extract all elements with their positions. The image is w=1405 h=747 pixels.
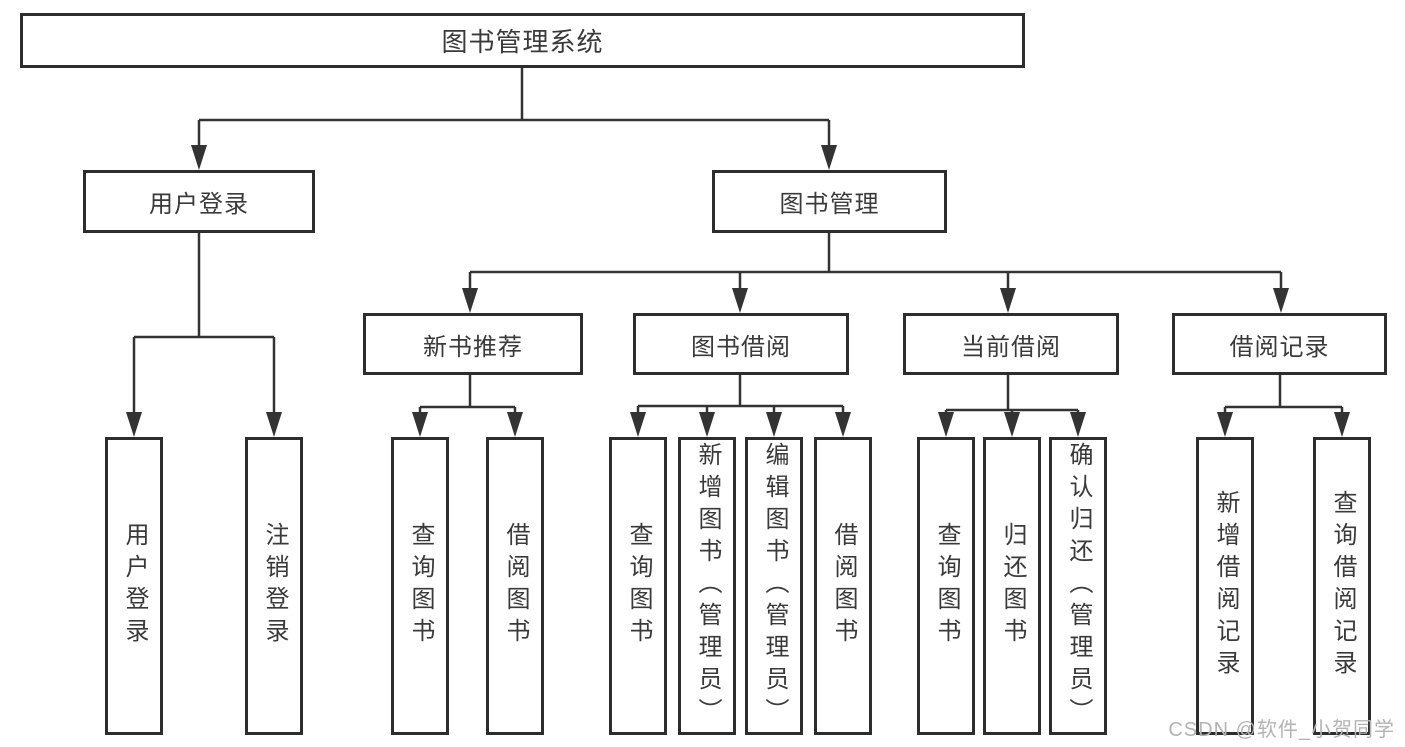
leaf-return-books: 归还图书 <box>983 437 1041 735</box>
node-label: 查询借阅记录 <box>1329 490 1356 682</box>
node-label: 编辑图书（管理员） <box>761 442 788 730</box>
leaf-edit-books-admin: 编辑图书（管理员） <box>745 437 803 735</box>
node-label: 图书借阅 <box>691 333 791 361</box>
node-label: 确认归还（管理员） <box>1065 442 1092 730</box>
node-user-login-group: 用户登录 <box>83 170 315 233</box>
leaf-query-books-newbook: 查询图书 <box>391 437 449 735</box>
node-library-management-system: 图书管理系统 <box>20 13 1025 68</box>
node-label: 借阅图书 <box>830 522 857 650</box>
leaf-add-borrow-record: 新增借阅记录 <box>1196 437 1254 735</box>
node-label: 新增借阅记录 <box>1212 490 1239 682</box>
node-label: 图书管理 <box>779 191 880 218</box>
leaf-add-books-admin: 新增图书（管理员） <box>678 437 736 735</box>
leaf-borrow-books-newbook: 借阅图书 <box>486 437 544 735</box>
node-book-management: 图书管理 <box>712 170 947 233</box>
node-label: 归还图书 <box>999 522 1026 650</box>
leaf-borrow-books: 借阅图书 <box>814 437 872 735</box>
node-label: 当前借阅 <box>961 333 1061 361</box>
leaf-query-books-borrow: 查询图书 <box>609 437 667 735</box>
node-label: 借阅图书 <box>502 522 529 650</box>
leaf-query-borrow-record: 查询借阅记录 <box>1313 437 1371 735</box>
node-label: 查询图书 <box>625 522 652 650</box>
node-label: 用户登录 <box>121 522 148 650</box>
node-label: 查询图书 <box>933 522 960 650</box>
arrowhead-icons <box>126 145 1350 437</box>
node-label: 注销登录 <box>261 522 288 650</box>
leaf-query-books-current: 查询图书 <box>917 437 975 735</box>
node-book-borrow: 图书借阅 <box>633 313 849 375</box>
node-label: 借阅记录 <box>1229 333 1330 361</box>
node-label: 新书推荐 <box>423 333 523 361</box>
leaf-logout: 注销登录 <box>245 437 303 735</box>
node-borrow-records: 借阅记录 <box>1172 313 1387 375</box>
leaf-confirm-return-admin: 确认归还（管理员） <box>1049 437 1107 735</box>
node-label: 用户登录 <box>149 191 249 218</box>
node-label: 查询图书 <box>407 522 434 650</box>
leaf-user-login: 用户登录 <box>105 437 163 735</box>
node-current-borrow: 当前借阅 <box>903 313 1119 375</box>
node-new-book-recommend: 新书推荐 <box>363 313 583 375</box>
node-label: 图书管理系统 <box>441 27 604 57</box>
csdn-watermark: CSDN @软件_小贺同学 <box>1168 719 1395 741</box>
node-label: 新增图书（管理员） <box>694 442 721 730</box>
